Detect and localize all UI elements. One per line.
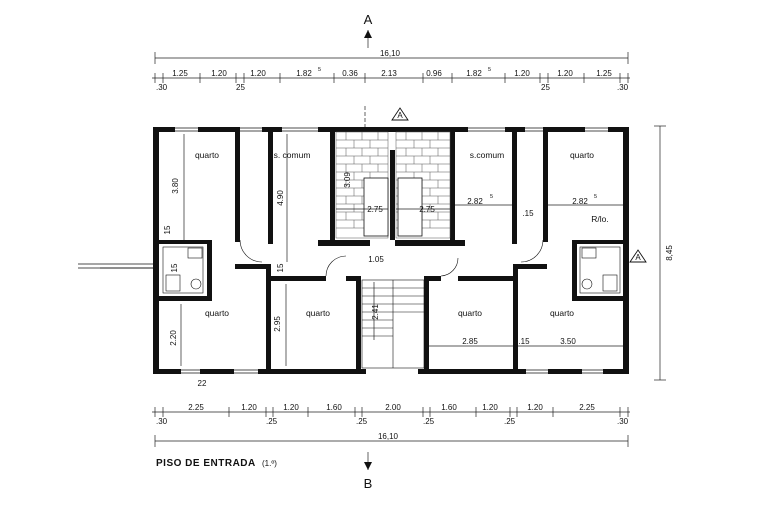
svg-text:25: 25 bbox=[541, 83, 550, 92]
svg-text:2.82: 2.82 bbox=[467, 197, 483, 206]
svg-text:3.50: 3.50 bbox=[560, 337, 576, 346]
svg-text:5: 5 bbox=[490, 194, 493, 200]
svg-text:A: A bbox=[635, 253, 641, 262]
svg-text:2.13: 2.13 bbox=[381, 69, 397, 78]
bottom-dimension-chain: 2.25 1.20 1.20 1.60 2.00 1.60 1.20 1.20 … bbox=[152, 403, 630, 426]
svg-text:15: 15 bbox=[170, 263, 179, 272]
room-quarto-bcl: quarto bbox=[306, 308, 330, 318]
section-triangle-top bbox=[391, 107, 409, 121]
svg-text:.25: .25 bbox=[266, 417, 278, 426]
room-quarto-br: quarto bbox=[550, 308, 574, 318]
svg-text:.30: .30 bbox=[617, 83, 629, 92]
staircase bbox=[361, 279, 425, 369]
svg-text:1.25: 1.25 bbox=[596, 69, 612, 78]
svg-text:1.60: 1.60 bbox=[326, 403, 342, 412]
overall-dim-bottom: 16,10 bbox=[378, 432, 399, 441]
walls bbox=[78, 127, 629, 374]
svg-text:.25: .25 bbox=[504, 417, 516, 426]
svg-text:1.82: 1.82 bbox=[296, 69, 312, 78]
top-dimension-chain: 1.25 1.20 1.20 1.82 5 0.36 2.13 0.96 1.8… bbox=[152, 67, 630, 92]
inner-dimensions: 3.80 15 4.90 15 3.09 2.75 2.75 2.82 5 .1… bbox=[163, 134, 623, 388]
svg-text:2.00: 2.00 bbox=[385, 403, 401, 412]
svg-text:1.82: 1.82 bbox=[466, 69, 482, 78]
svg-text:1.20: 1.20 bbox=[211, 69, 227, 78]
svg-text:1.20: 1.20 bbox=[283, 403, 299, 412]
svg-text:2.25: 2.25 bbox=[579, 403, 595, 412]
svg-text:2.75: 2.75 bbox=[367, 205, 383, 214]
svg-text:1.05: 1.05 bbox=[368, 255, 384, 264]
svg-text:A: A bbox=[397, 111, 403, 120]
svg-text:2.25: 2.25 bbox=[188, 403, 204, 412]
svg-text:1.25: 1.25 bbox=[172, 69, 188, 78]
svg-text:1.20: 1.20 bbox=[241, 403, 257, 412]
svg-text:.25: .25 bbox=[356, 417, 368, 426]
svg-text:1.20: 1.20 bbox=[482, 403, 498, 412]
svg-text:5: 5 bbox=[594, 194, 597, 200]
svg-text:22: 22 bbox=[198, 379, 207, 388]
svg-text:1.20: 1.20 bbox=[557, 69, 573, 78]
room-r-lo: R/lo. bbox=[591, 214, 608, 224]
svg-text:.30: .30 bbox=[156, 417, 168, 426]
svg-text:.25: .25 bbox=[423, 417, 435, 426]
svg-text:2.82: 2.82 bbox=[572, 197, 588, 206]
svg-text:4.90: 4.90 bbox=[276, 190, 285, 206]
room-s-comum-r: s.comum bbox=[470, 150, 504, 160]
section-arrowhead-bottom bbox=[364, 462, 372, 470]
svg-text:5: 5 bbox=[318, 67, 321, 73]
svg-text:.15: .15 bbox=[518, 337, 530, 346]
svg-text:0.96: 0.96 bbox=[426, 69, 442, 78]
svg-text:1.60: 1.60 bbox=[441, 403, 457, 412]
room-quarto-tl: quarto bbox=[195, 150, 219, 160]
svg-text:2.20: 2.20 bbox=[169, 330, 178, 346]
svg-text:5: 5 bbox=[488, 67, 491, 73]
section-mark-top: A bbox=[364, 12, 373, 27]
svg-text:1.20: 1.20 bbox=[250, 69, 266, 78]
svg-text:.30: .30 bbox=[156, 83, 168, 92]
svg-text:.15: .15 bbox=[522, 209, 534, 218]
overall-dim-right: 8,45 bbox=[665, 245, 674, 261]
svg-text:1.20: 1.20 bbox=[527, 403, 543, 412]
room-quarto-bl: quarto bbox=[205, 308, 229, 318]
svg-text:15: 15 bbox=[276, 263, 285, 272]
brick-hatching bbox=[335, 131, 451, 239]
room-s-comum-l: s. comum bbox=[274, 150, 311, 160]
drawing-subtitle: (1.º) bbox=[262, 459, 277, 468]
svg-text:2.85: 2.85 bbox=[462, 337, 478, 346]
section-triangle-right bbox=[629, 249, 647, 263]
drawing-title: PISO DE ENTRADA bbox=[156, 458, 256, 469]
overall-dim-top: 16,10 bbox=[380, 49, 401, 58]
bathroom-fixtures bbox=[162, 246, 621, 294]
svg-text:0.36: 0.36 bbox=[342, 69, 358, 78]
svg-text:15: 15 bbox=[163, 225, 172, 234]
door-swings bbox=[239, 239, 544, 277]
svg-text:1.20: 1.20 bbox=[514, 69, 530, 78]
svg-text:.30: .30 bbox=[617, 417, 629, 426]
svg-text:25: 25 bbox=[236, 83, 245, 92]
section-mark-bottom: B bbox=[364, 476, 373, 491]
section-arrowhead-top bbox=[364, 30, 372, 38]
room-quarto-bcr: quarto bbox=[458, 308, 482, 318]
svg-text:3.80: 3.80 bbox=[171, 178, 180, 194]
svg-text:2.41: 2.41 bbox=[371, 304, 380, 320]
svg-text:2.95: 2.95 bbox=[273, 316, 282, 332]
windows bbox=[175, 127, 608, 374]
svg-text:3.09: 3.09 bbox=[343, 172, 352, 188]
room-quarto-tr: quarto bbox=[570, 150, 594, 160]
svg-text:2.75: 2.75 bbox=[419, 205, 435, 214]
